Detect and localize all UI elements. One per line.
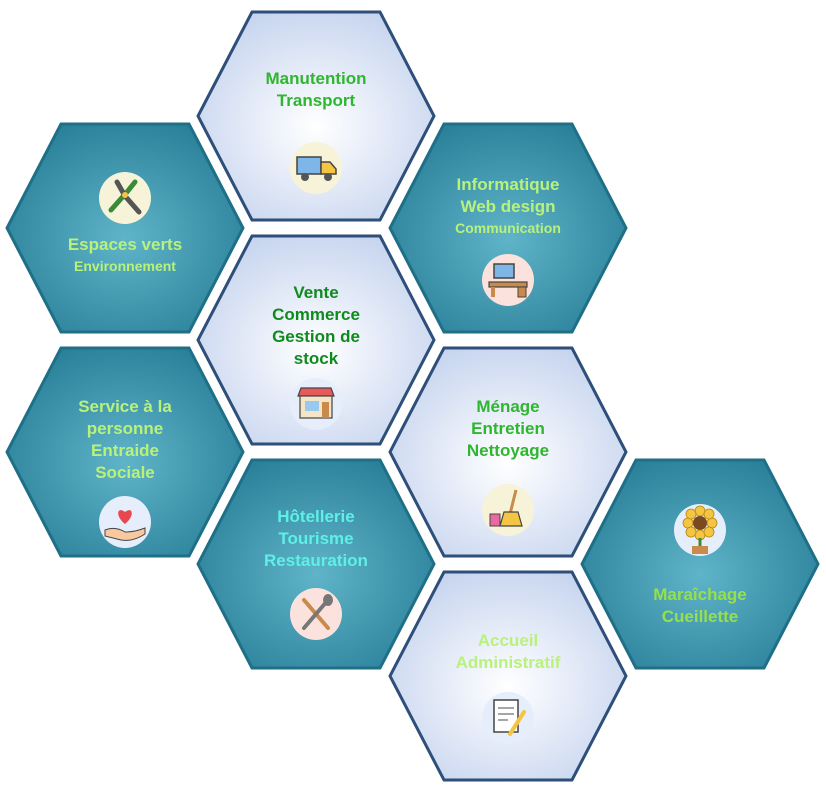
- label-line-small: Communication: [455, 220, 561, 236]
- label-line: Hôtellerie: [277, 507, 355, 526]
- hexagon-shape: [5, 122, 245, 334]
- label-line: Transport: [276, 91, 356, 110]
- shop-icon: [288, 376, 344, 432]
- hex-accueil-administratif: Accueil Administratif: [388, 570, 628, 782]
- label-line: personne: [86, 419, 164, 438]
- label-line: Informatique: [456, 175, 560, 194]
- hexagon-shape: [580, 458, 820, 670]
- computer-desk-icon: [480, 252, 536, 308]
- hex-label: Ménage Entretien Nettoyage: [418, 396, 598, 462]
- label-line: Restauration: [264, 551, 368, 570]
- pruning-shears-icon: [97, 170, 153, 226]
- sunflower-icon: [672, 502, 728, 558]
- hexagon-shape: [196, 234, 436, 446]
- label-line: Entraide: [90, 441, 160, 460]
- label-line-small: Environnement: [74, 258, 176, 274]
- truck-icon: [288, 140, 344, 196]
- hexagon-shape: [388, 570, 628, 782]
- hex-informatique: Informatique Web design Communication: [388, 122, 628, 334]
- label-line: Commerce: [272, 305, 360, 324]
- hex-label: Informatique Web design Communication: [418, 174, 598, 238]
- hex-maraichage-cueillette: Maraîchage Cueillette: [580, 458, 820, 670]
- label-line: Web design: [460, 197, 556, 216]
- label-line: Sociale: [95, 463, 155, 482]
- hex-manutention-transport: Manutention Transport: [196, 10, 436, 222]
- label-line: stock: [293, 349, 339, 368]
- hex-menage-entretien: Ménage Entretien Nettoyage: [388, 346, 628, 558]
- hex-label: Manutention Transport: [226, 68, 406, 112]
- label-line: Service à la: [78, 397, 172, 416]
- label-line: Gestion de: [272, 327, 360, 346]
- label-line: Manutention: [265, 69, 367, 88]
- label-line: Administratif: [455, 653, 561, 672]
- hex-hotellerie-tourisme: Hôtellerie Tourisme Restauration: [196, 458, 436, 670]
- label-line: Vente: [293, 283, 339, 302]
- label-line: Nettoyage: [466, 441, 550, 460]
- hex-service-personne: Service à la personne Entraide Sociale: [5, 346, 245, 558]
- hex-label: Hôtellerie Tourisme Restauration: [226, 506, 406, 572]
- document-pen-icon: [480, 690, 536, 746]
- hex-label: Espaces verts Environnement: [35, 234, 215, 276]
- hex-label: Vente Commerce Gestion de stock: [226, 282, 406, 370]
- label-line: Accueil: [477, 631, 539, 650]
- label-line: Ménage: [476, 397, 540, 416]
- hexagon-shape: [196, 458, 436, 670]
- broom-icon: [480, 482, 536, 538]
- fork-spoon-icon: [288, 586, 344, 642]
- label-line: Tourisme: [278, 529, 354, 548]
- hexagon-shape: [388, 122, 628, 334]
- label-line: Entretien: [471, 419, 545, 438]
- hexagon-shape: [196, 10, 436, 222]
- hexagon-shape: [5, 346, 245, 558]
- label-line: Cueillette: [661, 607, 739, 626]
- label-line: Espaces verts: [67, 235, 183, 254]
- hex-label: Accueil Administratif: [418, 630, 598, 674]
- hex-label: Service à la personne Entraide Sociale: [35, 396, 215, 484]
- hex-espaces-verts: Espaces verts Environnement: [5, 122, 245, 334]
- hex-vente-commerce: Vente Commerce Gestion de stock: [196, 234, 436, 446]
- label-line: Maraîchage: [653, 585, 747, 604]
- hexagon-shape: [388, 346, 628, 558]
- heart-hand-icon: [97, 494, 153, 550]
- hex-label: Maraîchage Cueillette: [610, 584, 790, 628]
